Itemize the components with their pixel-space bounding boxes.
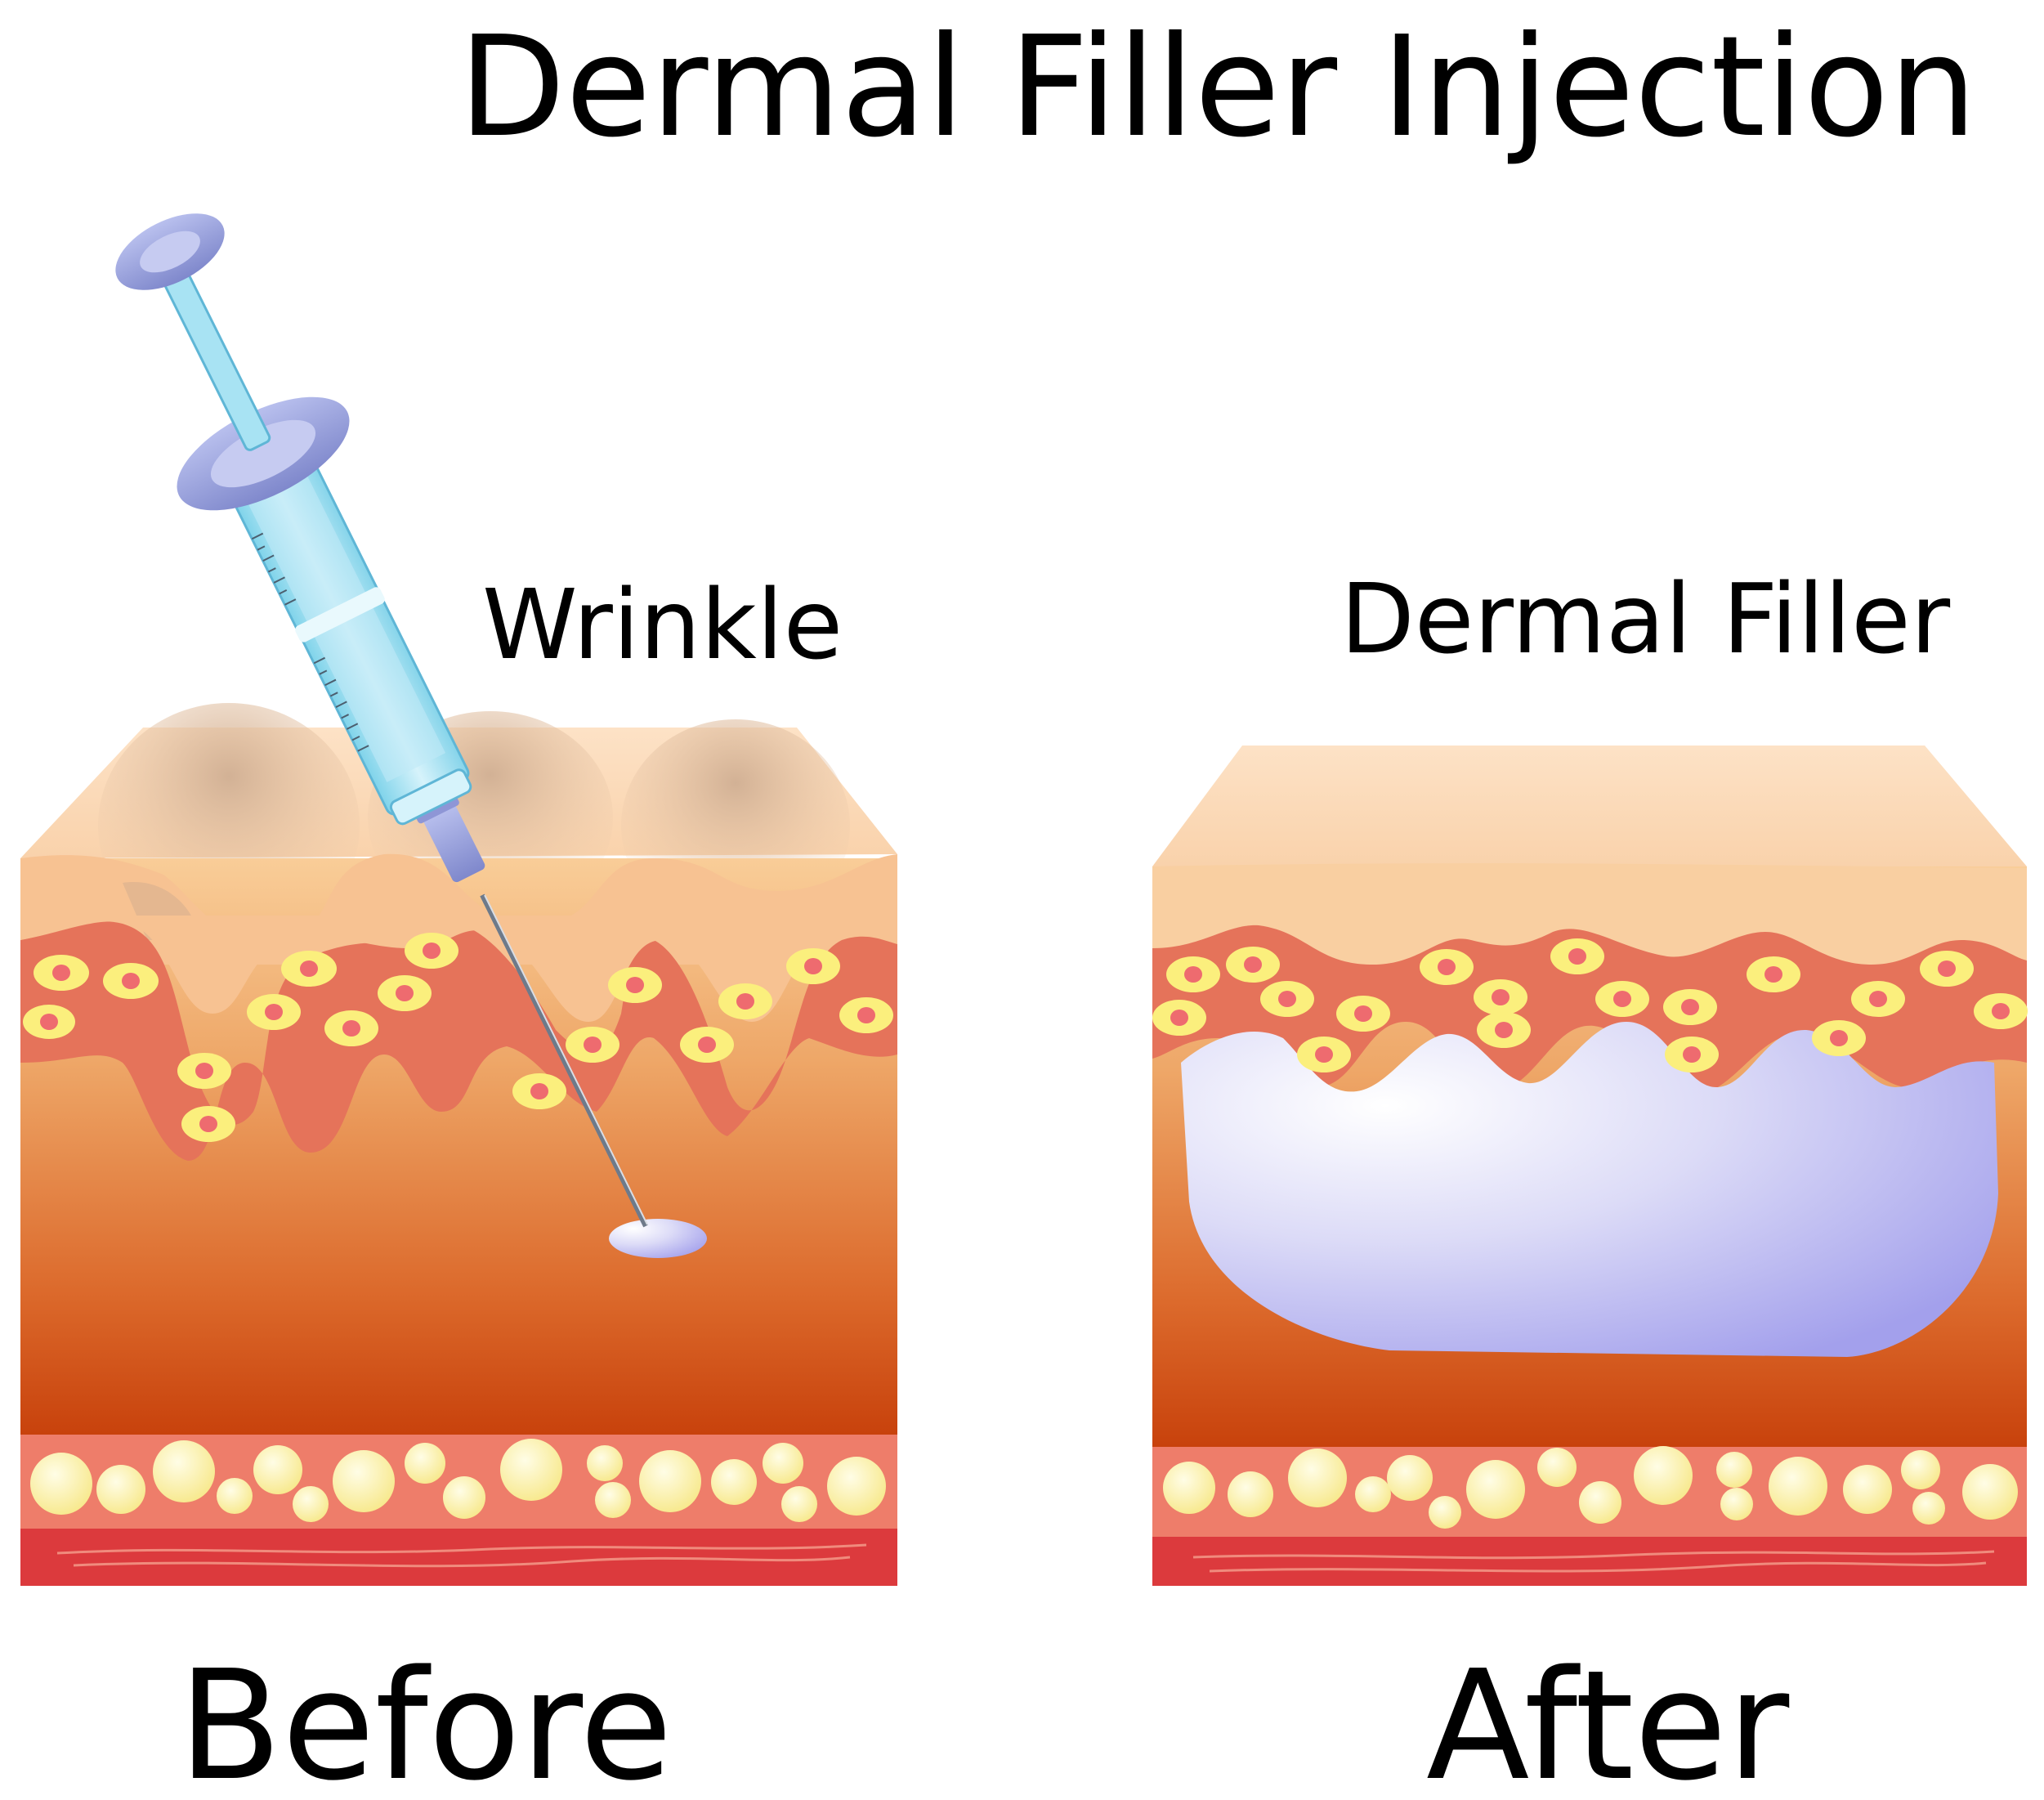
fat-globule <box>333 1450 395 1512</box>
after-skin-top-face <box>1152 746 2027 866</box>
fat-globule <box>96 1465 145 1514</box>
fat-globule <box>1355 1476 1391 1512</box>
fat-globule <box>1716 1452 1752 1488</box>
fat-globule <box>405 1443 445 1484</box>
fat-globule <box>1163 1462 1215 1514</box>
cell <box>103 963 159 999</box>
before-cells <box>23 933 893 1142</box>
fat-globule <box>587 1445 623 1481</box>
cell <box>181 1106 235 1142</box>
fat-globule <box>217 1478 253 1514</box>
after-label: After <box>1426 1637 1790 1800</box>
cell <box>512 1073 566 1109</box>
fat-globule <box>639 1450 701 1512</box>
muscle-fiber <box>1192 1550 1995 1560</box>
cell <box>839 997 893 1033</box>
before-muscle-layer <box>20 1529 897 1586</box>
cell <box>718 983 772 1019</box>
after-skin-block <box>1152 746 2028 1586</box>
cell <box>1665 1037 1719 1072</box>
fat-globule <box>500 1439 562 1501</box>
filler-droplet <box>609 1219 707 1258</box>
cell <box>1226 947 1280 983</box>
fat-globule <box>153 1440 215 1502</box>
cell <box>281 951 337 987</box>
fat-globule <box>30 1453 92 1515</box>
cell <box>1166 956 1220 992</box>
cell <box>1477 1012 1531 1048</box>
wrinkle-label: Wrinkle <box>482 568 843 681</box>
cell <box>1974 993 2028 1029</box>
before-label: Before <box>178 1637 673 1800</box>
fat-globule <box>1769 1457 1827 1516</box>
syringe-ring <box>295 587 385 643</box>
cell <box>566 1027 619 1063</box>
before-skin-block <box>20 703 897 1586</box>
syringe-icon <box>115 213 648 1228</box>
cell <box>1474 979 1527 1015</box>
syringe-needle <box>480 893 648 1228</box>
syringe-hub <box>423 804 485 883</box>
fat-globule <box>1912 1492 1945 1525</box>
cell <box>608 967 662 1003</box>
after-epidermis <box>1152 863 2027 973</box>
cell <box>324 1010 378 1046</box>
cell <box>1663 989 1717 1025</box>
cell <box>378 975 432 1011</box>
fat-globule <box>1720 1488 1753 1520</box>
fat-globule <box>781 1486 817 1522</box>
after-muscle-layer <box>1152 1537 2027 1586</box>
fat-globule <box>1634 1446 1693 1505</box>
fat-globule <box>253 1445 302 1494</box>
cell <box>1152 1000 1206 1036</box>
cell <box>1747 956 1800 992</box>
muscle-fiber <box>1209 1561 1987 1573</box>
cell <box>786 948 840 984</box>
fat-globule <box>1466 1460 1525 1519</box>
fat-globule <box>763 1443 803 1484</box>
muscle-fiber <box>56 1543 867 1555</box>
fat-globule <box>1429 1496 1461 1529</box>
fat-globule <box>1901 1450 1940 1489</box>
fat-globule <box>1537 1448 1577 1487</box>
cell <box>680 1027 734 1063</box>
cell <box>34 955 89 991</box>
cell <box>405 933 458 969</box>
fat-globule <box>1843 1465 1892 1514</box>
cell <box>247 994 301 1030</box>
fat-globule <box>711 1459 757 1505</box>
fat-globule <box>1579 1481 1621 1524</box>
cell <box>1851 981 1905 1017</box>
cell <box>1595 981 1649 1017</box>
after-cells <box>1152 938 2028 1072</box>
muscle-fiber <box>73 1556 851 1568</box>
fat-globule <box>595 1482 631 1518</box>
cell <box>1420 949 1474 985</box>
after-cell-band <box>1152 925 2027 1095</box>
after-fat-globules <box>1163 1446 2018 1529</box>
dermal-filler-blob <box>1181 1022 1998 1357</box>
before-cell-band <box>20 921 897 1161</box>
fat-globule <box>1387 1455 1433 1501</box>
diagram-title: Dermal Filler Injection <box>458 7 1977 168</box>
cell <box>23 1005 75 1039</box>
fat-globule <box>443 1476 485 1519</box>
fat-globule <box>1288 1449 1347 1507</box>
cell <box>1260 981 1314 1017</box>
before-fat-globules <box>30 1439 886 1522</box>
cell <box>1920 951 1974 987</box>
fat-globule <box>293 1486 329 1522</box>
before-epidermis-edge <box>20 916 897 1022</box>
dermal-filler-label: Dermal Filler <box>1340 562 1951 675</box>
cell <box>1550 938 1604 974</box>
cell <box>177 1053 231 1089</box>
cell <box>1812 1020 1866 1056</box>
fat-globule <box>1228 1471 1273 1517</box>
fat-globule <box>1962 1464 2018 1520</box>
fat-globule <box>827 1457 886 1516</box>
cell <box>1336 996 1390 1032</box>
cell <box>1297 1037 1351 1072</box>
